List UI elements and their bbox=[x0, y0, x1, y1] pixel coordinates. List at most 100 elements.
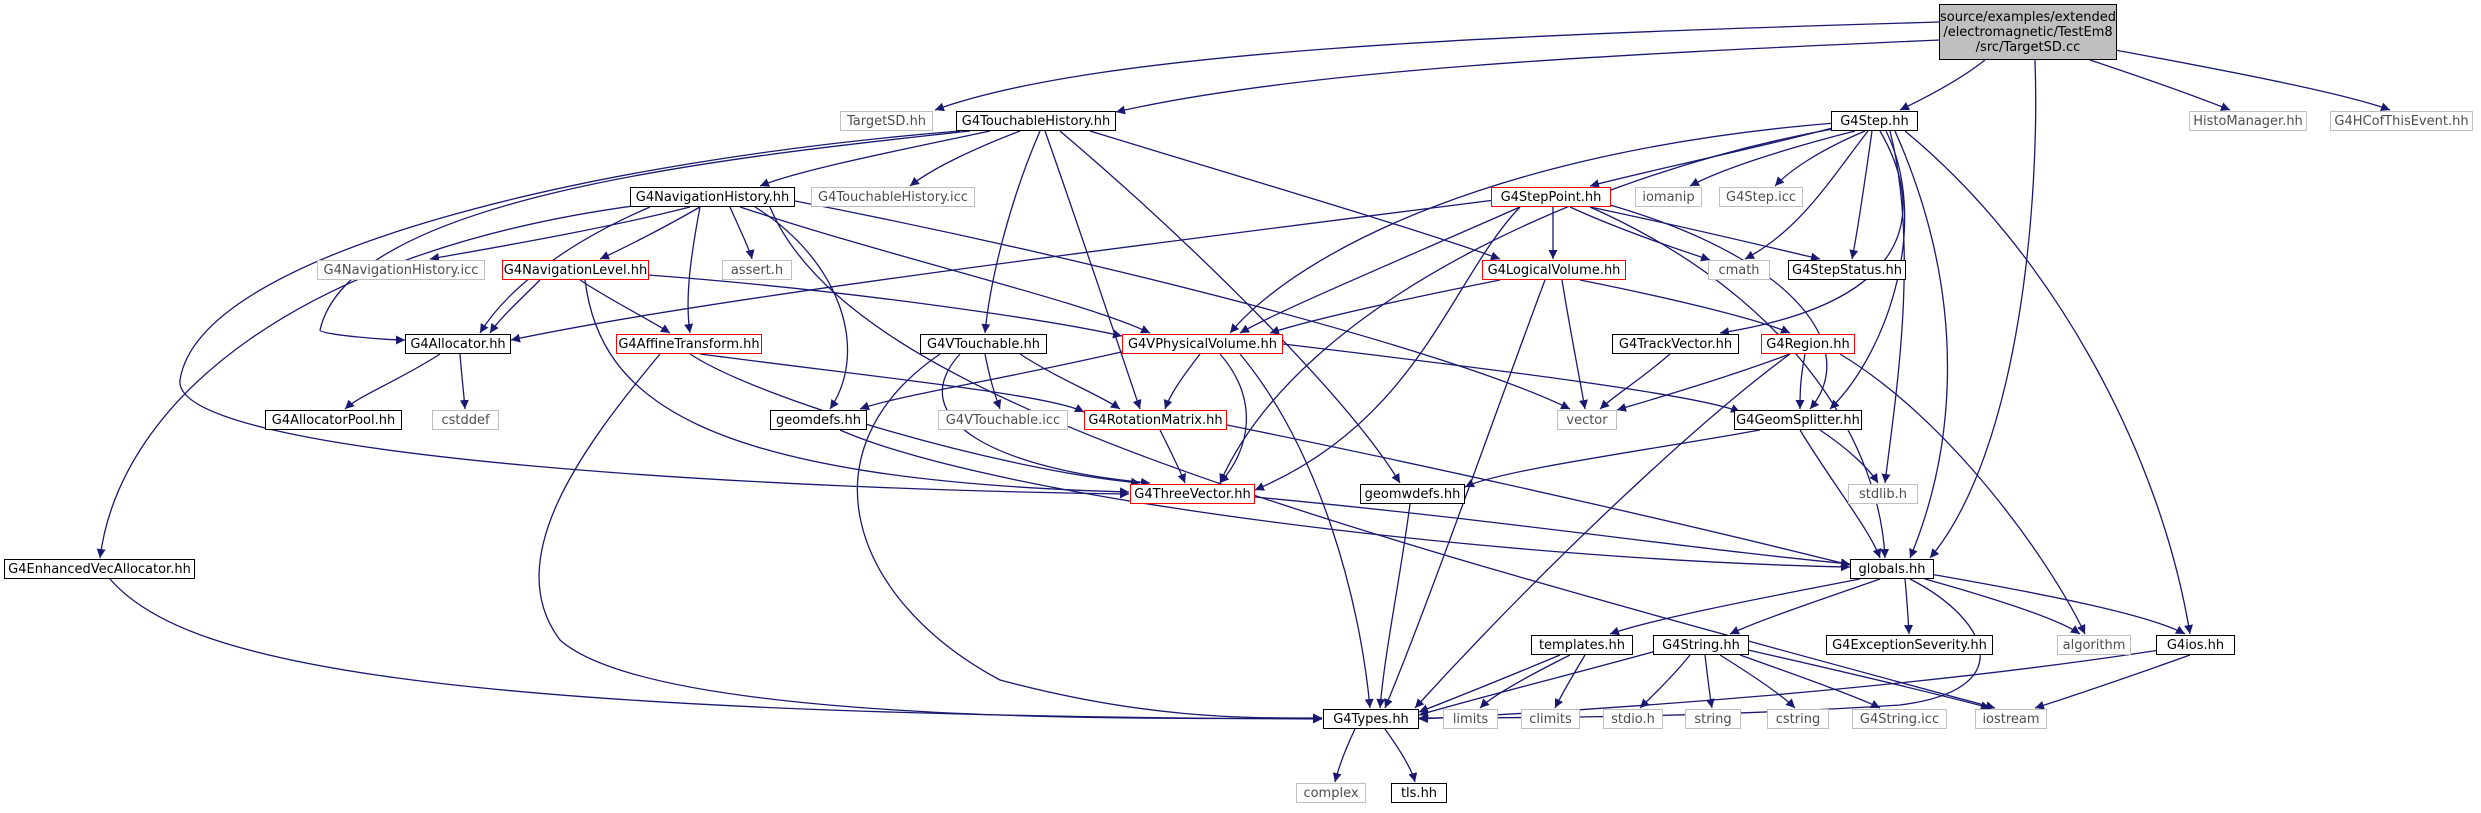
node-g4trackvector-hh[interactable]: G4TrackVector.hh bbox=[1612, 334, 1739, 354]
edge-th-allocator bbox=[319, 130, 971, 345]
edge-nh-iostream bbox=[769, 206, 1996, 710]
edge-str-string bbox=[1704, 654, 1715, 709]
edge-step-iomanip bbox=[1689, 130, 1856, 187]
edge-sp-cmath bbox=[1569, 206, 1711, 262]
node-g4allocatorpool-hh[interactable]: G4AllocatorPool.hh bbox=[265, 410, 402, 430]
edge-th-thicc bbox=[909, 130, 1021, 187]
edge-rm-globals bbox=[1226, 424, 1851, 568]
edge-tp-climits bbox=[1554, 654, 1586, 709]
node-vector[interactable]: vector bbox=[1557, 410, 1617, 430]
node-g4navigationlevel-hh[interactable]: G4NavigationLevel.hh bbox=[502, 260, 649, 280]
node-g4vtouchable-hh[interactable]: G4VTouchable.hh bbox=[920, 334, 1047, 354]
edge-vt-types bbox=[856, 353, 1323, 723]
node-g4steppoint-hh[interactable]: G4StepPoint.hh bbox=[1491, 187, 1611, 207]
edge-sp-stepstatus bbox=[1589, 206, 1821, 262]
node-string[interactable]: string bbox=[1685, 709, 1741, 729]
node-g4stepstatus-hh[interactable]: G4StepStatus.hh bbox=[1788, 260, 1906, 280]
edge-sp-globals bbox=[1589, 206, 1890, 559]
node-g4region-hh[interactable]: G4Region.hh bbox=[1761, 334, 1855, 354]
node-cstddef[interactable]: cstddef bbox=[432, 410, 499, 430]
node-histomanager-hh[interactable]: HistoManager.hh bbox=[2189, 111, 2307, 131]
edge-gl-g4string bbox=[1729, 578, 1881, 635]
edge-gs-globals bbox=[1799, 429, 1882, 559]
edge-ty-complex bbox=[1332, 728, 1356, 783]
node-stdio-h[interactable]: stdio.h bbox=[1603, 709, 1663, 729]
edge-root-histomanager bbox=[2089, 59, 2231, 111]
node-algorithm[interactable]: algorithm bbox=[2057, 635, 2131, 655]
node-g4navigationhistory-icc[interactable]: G4NavigationHistory.icc bbox=[317, 260, 485, 280]
node-root-targetsd-cc[interactable]: source/examples/extended /electromagneti… bbox=[1939, 4, 2117, 60]
node-g4ios-hh[interactable]: G4ios.hh bbox=[2156, 635, 2235, 655]
edge-ios-types bbox=[1418, 649, 2161, 724]
edge-gl-templates bbox=[1609, 578, 1861, 636]
node-g4vtouchable-icc[interactable]: G4VTouchable.icc bbox=[938, 410, 1068, 430]
node-templates-hh[interactable]: templates.hh bbox=[1531, 635, 1633, 655]
edge-gwd-types bbox=[1376, 503, 1411, 709]
node-g4vphysicalvolume-hh[interactable]: G4VPhysicalVolume.hh bbox=[1122, 334, 1283, 354]
edge-ty-tls bbox=[1384, 728, 1418, 783]
node-cmath[interactable]: cmath bbox=[1708, 260, 1770, 280]
edge-vp-rotationmatrix bbox=[1163, 353, 1201, 410]
node-stdlib-h[interactable]: stdlib.h bbox=[1848, 484, 1918, 504]
edge-nh-enhancedvec bbox=[96, 204, 641, 559]
node-g4step-hh[interactable]: G4Step.hh bbox=[1831, 111, 1918, 131]
node-g4string-icc[interactable]: G4String.icc bbox=[1852, 709, 1947, 729]
node-g4enhancedvecallocator-hh[interactable]: G4EnhancedVecAllocator.hh bbox=[4, 559, 195, 579]
edge-nl-affine bbox=[579, 279, 671, 334]
node-g4hcofthisevent-hh[interactable]: G4HCofThisEvent.hh bbox=[2330, 111, 2473, 131]
node-geomwdefs-hh[interactable]: geomwdefs.hh bbox=[1360, 484, 1465, 504]
node-g4affinetransform-hh[interactable]: G4AffineTransform.hh bbox=[616, 334, 762, 354]
node-iostream[interactable]: iostream bbox=[1975, 709, 2047, 729]
edge-tv3-globals bbox=[1254, 496, 1851, 568]
node-g4navigationhistory-hh[interactable]: G4NavigationHistory.hh bbox=[630, 187, 795, 207]
edge-nh-affine bbox=[684, 206, 701, 334]
edge-rg-algorithm bbox=[1839, 353, 2086, 635]
edge-nh-vphysvol bbox=[739, 206, 1151, 334]
edge-rg-types bbox=[1414, 353, 1791, 709]
node-assert-h[interactable]: assert.h bbox=[722, 260, 792, 280]
node-targetsd-hh[interactable]: TargetSD.hh bbox=[840, 111, 933, 131]
node-g4rotationmatrix-hh[interactable]: G4RotationMatrix.hh bbox=[1084, 410, 1227, 430]
node-tls-hh[interactable]: tls.hh bbox=[1391, 783, 1447, 803]
edge-nl-threevector bbox=[584, 279, 1130, 497]
edge-nh-vector bbox=[789, 199, 1571, 410]
edge-vp-geomdefs bbox=[859, 349, 1131, 411]
edge-tp-types bbox=[1418, 654, 1561, 713]
node-iomanip[interactable]: iomanip bbox=[1635, 187, 1702, 207]
edge-step-vphysvol bbox=[1229, 122, 1836, 334]
edge-tv-vector bbox=[1599, 353, 1671, 410]
node-limits[interactable]: limits bbox=[1443, 709, 1498, 729]
edge-al-cstddef bbox=[459, 353, 469, 410]
edge-nh-nhicc bbox=[429, 206, 691, 262]
edge-root-step bbox=[1899, 59, 1986, 111]
edge-th-logicalvolume bbox=[1089, 130, 1501, 261]
edge-gl-types bbox=[1418, 578, 1981, 723]
edge-gl-ios bbox=[1929, 573, 2186, 635]
edge-str-stringicc bbox=[1739, 654, 1881, 709]
node-complex[interactable]: complex bbox=[1296, 783, 1366, 803]
edge-vt-vtouchicc bbox=[984, 353, 1002, 410]
node-g4logicalvolume-hh[interactable]: G4LogicalVolume.hh bbox=[1482, 260, 1626, 280]
node-g4touchablehistory-hh[interactable]: G4TouchableHistory.hh bbox=[956, 111, 1116, 131]
node-g4string-hh[interactable]: G4String.hh bbox=[1653, 635, 1749, 655]
node-g4threevector-hh[interactable]: G4ThreeVector.hh bbox=[1130, 484, 1255, 504]
node-g4types-hh[interactable]: G4Types.hh bbox=[1323, 709, 1419, 729]
edge-str-iostream bbox=[1747, 649, 1991, 711]
edge-vp-geomsplitter bbox=[1282, 343, 1741, 413]
edge-nl-allocator bbox=[489, 279, 541, 334]
node-g4step-icc[interactable]: G4Step.icc bbox=[1719, 187, 1803, 207]
node-g4allocator-hh[interactable]: G4Allocator.hh bbox=[405, 334, 511, 354]
edge-step-threevector bbox=[1219, 127, 1839, 484]
node-climits[interactable]: climits bbox=[1521, 709, 1580, 729]
node-geomdefs-hh[interactable]: geomdefs.hh bbox=[770, 410, 867, 430]
node-g4touchablehistory-icc[interactable]: G4TouchableHistory.icc bbox=[811, 187, 975, 207]
node-g4geomsplitter-hh[interactable]: G4GeomSplitter.hh bbox=[1734, 410, 1862, 430]
edge-al-allocatorpool bbox=[344, 353, 441, 410]
edge-step-geomsplitter bbox=[1829, 130, 1906, 410]
node-globals-hh[interactable]: globals.hh bbox=[1850, 559, 1934, 579]
node-cstring[interactable]: cstring bbox=[1767, 709, 1829, 729]
edge-vp-threevector bbox=[1219, 353, 1248, 484]
edge-gl-exceptionseverity bbox=[1904, 578, 1914, 635]
node-g4exceptionseverity-hh[interactable]: G4ExceptionSeverity.hh bbox=[1826, 635, 1993, 655]
edge-sp-vphysvol bbox=[1239, 206, 1521, 334]
